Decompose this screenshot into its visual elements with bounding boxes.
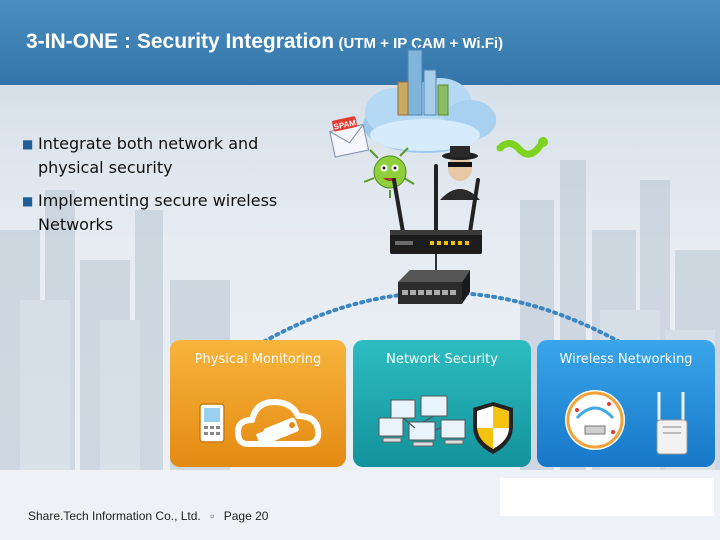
footer-company: Share.Tech Information Co., Ltd.	[28, 509, 201, 523]
title-main: 3-IN-ONE : Security Integration	[26, 30, 335, 53]
wireless-networking-illustration	[565, 390, 688, 455]
router-icon	[390, 230, 482, 254]
title-sub: (UTM + IP CAM + Wi.Fi)	[338, 35, 504, 52]
bullet-marker-icon: ■	[22, 194, 34, 208]
physical-monitoring-label: Physical Monitoring	[194, 352, 322, 367]
wireless-networking-label: Wireless Networking	[559, 352, 693, 367]
slide-title: 3-IN-ONE : Security Integration (UTM + I…	[26, 30, 503, 54]
bullet-text: Implementing secure wireless Networks	[38, 191, 278, 234]
worm-icon	[496, 137, 548, 158]
virus-icon	[363, 147, 415, 198]
phone-icon	[199, 403, 225, 443]
physical-monitoring-illustration	[199, 399, 322, 447]
computers-icon	[378, 395, 466, 447]
network-security-box: Network Security	[353, 340, 531, 467]
bullet-item: ■ Integrate both network and physical se…	[22, 132, 322, 180]
title-bar	[0, 0, 720, 85]
router-antennas-icon	[392, 164, 480, 234]
city-buildings-icon	[397, 40, 449, 116]
spam-envelope-icon: SPAM	[329, 116, 370, 158]
shield-icon	[473, 402, 513, 454]
camera-icon	[235, 399, 322, 447]
footer-text: Share.Tech Information Co., Ltd. ▫ Page …	[28, 509, 268, 523]
bullet-item: ■ Implementing secure wireless Networks	[22, 189, 322, 237]
footer-page-number: Page 20	[223, 509, 269, 523]
bullet-text: Integrate both network and physical secu…	[38, 134, 259, 177]
footer-white-block	[500, 478, 714, 516]
bullet-marker-icon: ■	[22, 137, 34, 151]
access-point-icon	[656, 392, 688, 455]
switch-icon	[398, 270, 470, 304]
wireless-networking-box: Wireless Networking	[537, 340, 715, 467]
physical-monitoring-box: Physical Monitoring	[170, 340, 346, 467]
bullet-list: ■ Integrate both network and physical se…	[22, 132, 322, 246]
network-security-illustration	[378, 395, 513, 454]
wifi-coverage-icon	[565, 390, 625, 450]
hacker-icon	[440, 146, 480, 200]
network-security-label: Network Security	[386, 352, 498, 367]
footer-separator: ▫	[210, 509, 215, 523]
